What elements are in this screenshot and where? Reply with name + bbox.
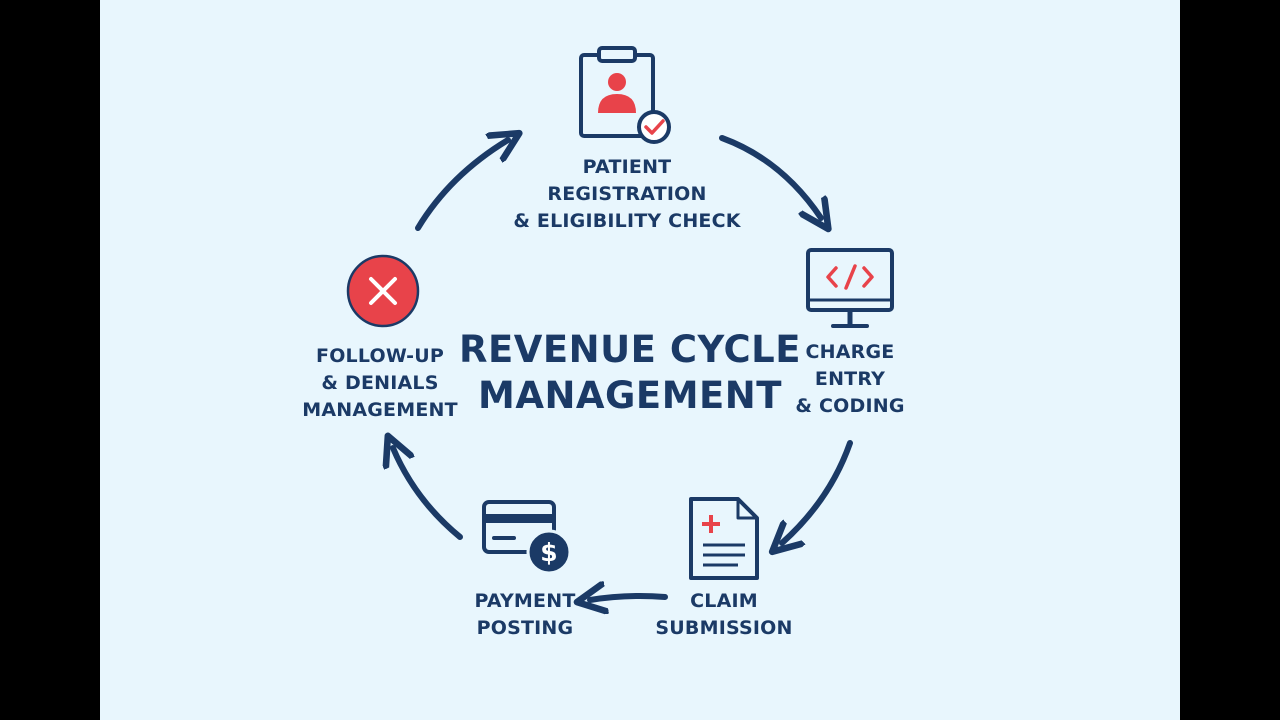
step-label-line: PATIENT <box>582 156 672 178</box>
medical-document-icon <box>689 497 759 580</box>
step-label-line: & CODING <box>795 395 905 417</box>
arrow-followup-to-registration <box>415 140 508 231</box>
arrow-claim-to-payment <box>590 596 668 600</box>
step-label-line: CHARGE <box>805 341 895 363</box>
step-label-line: MANAGEMENT <box>302 399 458 421</box>
step-label-follow-up-denials: FOLLOW-UP & DENIALS MANAGEMENT <box>295 343 465 424</box>
credit-card-dollar-icon: $ <box>482 500 572 575</box>
diagram-title-line-2: MANAGEMENT <box>478 374 782 417</box>
diagram-canvas: $ PATIENT REGISTRATION & ELIGIBILITY CHE… <box>100 0 1180 720</box>
svg-text:$: $ <box>540 538 557 567</box>
diagram-title: REVENUE CYCLE MANAGEMENT <box>430 327 830 419</box>
cycle-diagram: $ <box>346 46 894 720</box>
step-label-charge-entry: CHARGE ENTRY & CODING <box>780 339 920 420</box>
step-label-line: ENTRY <box>814 368 886 390</box>
step-label-patient-registration: PATIENT REGISTRATION & ELIGIBILITY CHECK <box>487 154 767 235</box>
step-label-line: & ELIGIBILITY CHECK <box>513 210 741 232</box>
denied-x-icon <box>346 254 420 328</box>
diagram-title-line-1: REVENUE CYCLE <box>459 328 801 371</box>
step-label-line: CLAIM <box>690 590 758 612</box>
arrow-registration-to-charge <box>719 135 821 218</box>
monitor-code-icon <box>806 248 894 328</box>
step-label-line: PAYMENT <box>474 590 576 612</box>
arrow-charge-to-claim <box>782 440 853 543</box>
arrow-payment-to-followup <box>393 448 463 540</box>
step-label-line: & DENIALS <box>321 372 439 394</box>
step-label-line: REGISTRATION <box>547 183 707 205</box>
step-label-line: POSTING <box>476 617 574 639</box>
step-label-claim-submission: CLAIM SUBMISSION <box>654 588 794 642</box>
step-label-line: FOLLOW-UP <box>316 345 444 367</box>
clipboard-patient-check-icon <box>579 46 671 144</box>
step-label-payment-posting: PAYMENT POSTING <box>455 588 595 642</box>
step-label-line: SUBMISSION <box>655 617 793 639</box>
